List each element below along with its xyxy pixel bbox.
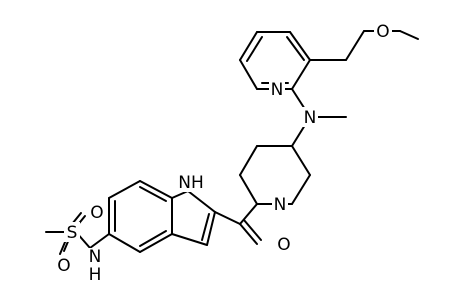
bond [139,233,173,253]
atom-label: N [274,195,287,215]
sulfonamide-hydrogen: H [88,265,102,285]
bond [291,174,311,205]
bond [171,233,208,246]
amine-nitrogen: N [302,107,318,128]
atom-label: NH [178,173,204,193]
methoxy-oxygen: O [374,21,392,42]
atom-label: O [90,203,103,223]
atom-label: S [67,223,78,243]
bond [239,223,258,245]
bond [246,36,263,62]
bond [291,59,311,90]
sulfonyl-sulfur: S [64,222,80,243]
bond [399,30,419,40]
atom-label: N [89,247,102,267]
bond [239,145,258,176]
bond [139,230,167,247]
pyridine-nitrogen: N [269,79,285,100]
bond [139,180,173,199]
atom-label: H [89,265,102,285]
bond [289,31,311,61]
atom-label: O [376,22,389,42]
bond [239,59,258,90]
bond [239,174,258,205]
bond [345,30,365,61]
atom-label-layer: N O N NH N O S O [55,21,392,285]
bond [89,233,110,249]
atom-label: N [304,108,317,128]
bond [239,203,258,225]
bond [171,190,189,199]
bond [108,180,141,199]
piperidine-nitrogen: N [272,194,288,215]
bond [214,211,241,225]
bond [201,213,210,241]
atom-label: O [277,235,290,255]
bond [239,31,258,61]
sulfonyl-oxygen-bottom: O [55,255,73,276]
sulfonamide-nitrogen: N [88,247,102,267]
atom-label: O [57,256,70,276]
bond [291,145,311,176]
carbonyl-oxygen: O [275,234,293,255]
bond [108,233,141,253]
indole-nh: NH [176,172,206,193]
bond [139,186,167,202]
sulfonyl-oxygen-top: O [88,202,106,223]
bond [206,211,216,246]
bond [286,36,305,61]
bond [187,190,216,213]
bond [243,219,262,241]
atom-label: N [271,80,284,100]
